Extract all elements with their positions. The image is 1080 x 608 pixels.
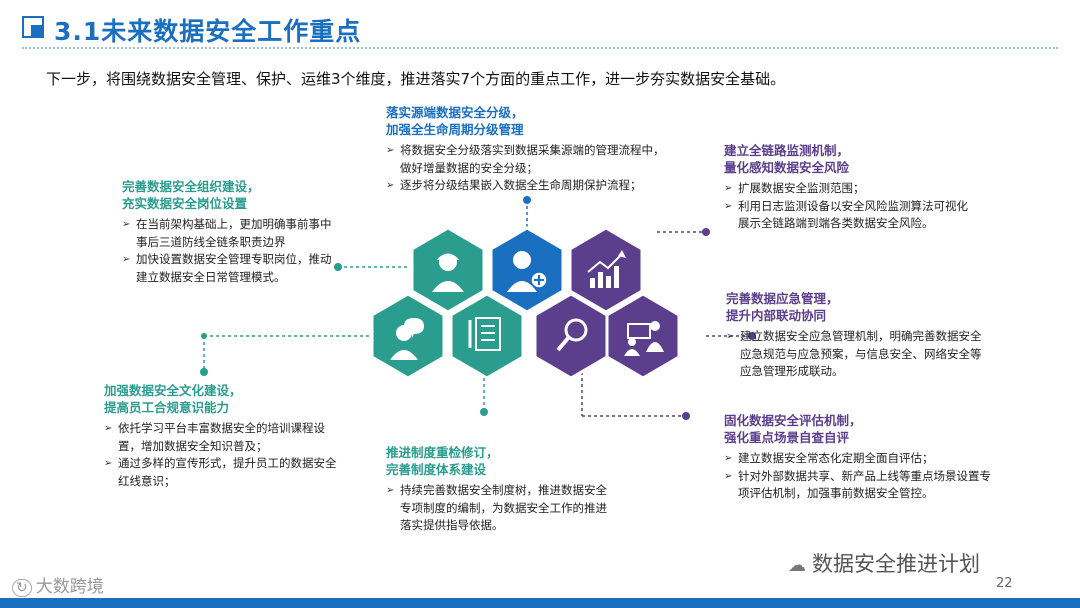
footer-left-text: 大数跨境 [35,577,104,597]
block-right-top-bullet: 扩展数据安全监测范围； [724,180,974,198]
block-left-bottom-bullet: 通过多样的宣传形式，提升员工的数据安全红线意识； [104,455,342,490]
hex-engineer [410,226,486,314]
title-square-icon [22,16,44,38]
block-right-bottom-bullet: 针对外部数据共享、新产品上线等重点场景设置专项评估机制，加强事前数据安全管控。 [724,468,992,503]
block-right-bottom-title-1: 固化数据安全评估机制， [724,413,862,428]
block-right-bottom: 固化数据安全评估机制， 强化重点场景自查自评 建立数据安全常态化定期全面自评估；… [724,412,994,503]
wechat-icon: ☁ [788,555,806,576]
page-number: 22 [996,576,1013,591]
block-left-top-title-2: 充实数据安全岗位设置 [122,196,248,211]
block-right-top-title-2: 量化感知数据安全风险 [724,160,850,175]
block-bottom-title-1: 推进制度重检修订， [386,445,499,460]
footer-right-text: 数据安全推进计划 [812,552,980,576]
block-right-bottom-bullet: 建立数据安全常态化定期全面自评估； [724,450,992,468]
hex-speaker [370,292,446,380]
block-right-top: 建立全链路监测机制， 量化感知数据安全风险 扩展数据安全监测范围； 利用日志监测… [724,142,974,233]
block-right-middle-title-1: 完善数据应急管理， [726,291,839,306]
block-right-top-title-1: 建立全链路监测机制， [724,143,850,158]
block-left-bottom-title-2: 提高员工合规意识能力 [104,400,230,415]
page-subtitle: 下一步，将围绕数据安全管理、保护、运维3个维度，推进落实7个方面的重点工作，进一… [46,70,786,88]
block-left-bottom-title-1: 加强数据安全文化建设， [104,383,242,398]
block-left-top: 完善数据安全组织建设， 充实数据安全岗位设置 在当前架构基础上，更加明确事前事中… [122,178,332,286]
bottom-bar [0,598,1080,608]
block-top-bullet: 逐步将分级结果嵌入数据全生命周期保护流程； [386,177,666,195]
block-top-bullet: 将数据安全分级落实到数据采集源端的管理流程中，做好增量数据的安全分级； [386,142,666,177]
footer-logo-icon: ↻ [12,579,32,597]
hex-document [449,292,525,380]
block-bottom: 推进制度重检修订， 完善制度体系建设 持续完善数据安全制度树，推进数据安全专项制… [386,444,616,535]
block-left-bottom-bullet: 依托学习平台丰富数据安全的培训课程设置，增加数据安全知识普及； [104,420,342,455]
title-divider [22,47,1058,49]
block-left-bottom: 加强数据安全文化建设， 提高员工合规意识能力 依托学习平台丰富数据安全的培训课程… [104,382,344,490]
page-title: 3.1未来数据安全工作重点 [54,17,362,46]
block-top: 落实源端数据安全分级， 加强全生命周期分级管理 将数据安全分级落实到数据采集源端… [386,104,676,195]
watermark-logo-left: ↻大数跨境 [12,572,104,597]
block-top-title-1: 落实源端数据安全分级， [386,105,524,120]
block-right-middle-title-2: 提升内部联动协同 [726,308,827,323]
block-bottom-title-2: 完善制度体系建设 [386,462,487,477]
block-bottom-bullet: 持续完善数据安全制度树，推进数据安全专项制度的编制，为数据安全工作的推进落实提供… [386,482,611,535]
block-right-bottom-title-2: 强化重点场景自查自评 [724,430,850,445]
hex-meeting [605,292,681,380]
hex-user-shield [489,226,565,314]
watermark-logo-right: ☁ 数据安全推进计划 [788,548,980,578]
block-left-top-bullet: 在当前架构基础上，更加明确事前事中事后三道防线全链条职责边界 [122,216,332,251]
block-right-middle: 完善数据应急管理， 提升内部联动协同 建立数据安全应急管理机制，明确完善数据安全… [726,290,986,381]
block-right-top-bullet: 利用日志监测设备以安全风险监测算法可视化展示全链路端到端各类数据安全风险。 [724,198,974,233]
block-left-top-bullet: 加快设置数据安全管理专职岗位，推动建立数据安全日常管理模式。 [122,251,332,286]
hex-chart-up [568,226,644,314]
block-right-middle-bullet: 建立数据安全应急管理机制，明确完善数据安全应急规范与应急预案，与信息安全、网络安… [726,328,982,381]
block-top-title-2: 加强全生命周期分级管理 [386,122,524,137]
block-left-top-title-1: 完善数据安全组织建设， [122,179,260,194]
